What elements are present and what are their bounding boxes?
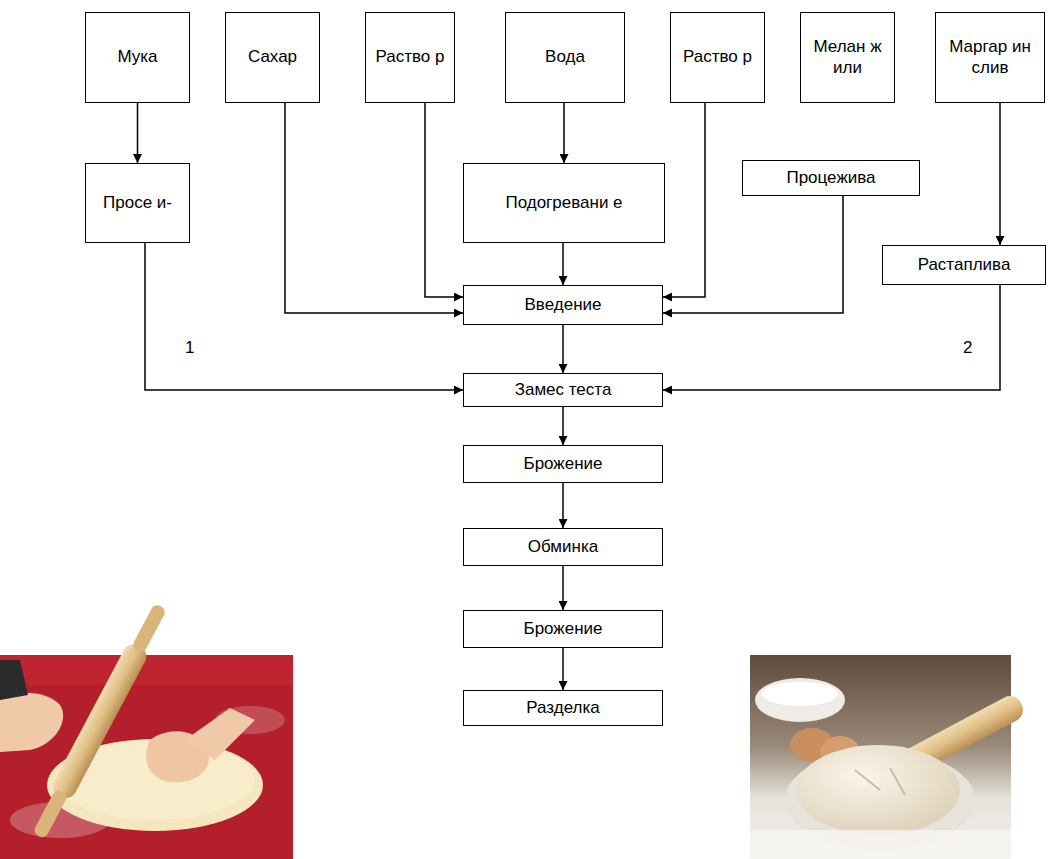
process-box: Раство р: [365, 12, 455, 103]
box-label: Процежива: [786, 168, 875, 188]
photo-dough-ball: [750, 655, 1027, 859]
flow-arrow: [285, 103, 463, 313]
box-label: Маргар ин слив: [941, 37, 1039, 78]
box-label: Мелан ж или: [806, 37, 889, 78]
box-label: Растаплива: [918, 255, 1011, 275]
box-label: Замес теста: [515, 380, 612, 400]
flow-arrow: [663, 103, 705, 297]
process-box: Сахар: [225, 12, 320, 103]
process-box: Разделка: [463, 690, 663, 726]
flow-arrow: [562, 483, 564, 528]
box-label: Просе и-: [103, 193, 172, 213]
callout-number: 2: [960, 338, 975, 358]
box-label: Вода: [545, 47, 585, 67]
box-label: Сахар: [248, 47, 297, 67]
callout-number: 1: [182, 338, 197, 358]
box-label: Брожение: [523, 619, 602, 639]
flow-arrow: [145, 243, 463, 390]
process-box: Введение: [463, 285, 663, 325]
process-box: Мелан ж или: [800, 12, 895, 103]
process-box: Процежива: [742, 160, 920, 196]
flow-arrow: [562, 325, 564, 373]
process-box: Подогревани е: [463, 163, 665, 243]
box-label: Мука: [117, 47, 157, 67]
process-box: Брожение: [463, 445, 663, 483]
box-label: Подогревани е: [505, 193, 622, 213]
flow-arrow: [663, 196, 843, 313]
process-box: Раство р: [670, 12, 765, 103]
flow-arrow: [663, 285, 1000, 390]
process-box: Маргар ин слив: [935, 12, 1045, 103]
process-box: Растаплива: [882, 245, 1046, 285]
flow-arrow: [562, 566, 564, 610]
flow-arrow: [999, 103, 1001, 245]
process-box: Мука: [85, 12, 190, 103]
process-box: Брожение: [463, 610, 663, 648]
flow-arrow: [137, 103, 139, 163]
box-label: Обминка: [528, 537, 598, 557]
box-label: Брожение: [523, 454, 602, 474]
flow-arrow: [562, 648, 564, 690]
flow-arrow: [563, 103, 565, 163]
box-label: Раство р: [683, 47, 752, 67]
process-box: Замес теста: [463, 373, 663, 407]
photo-rolling-dough: [0, 601, 293, 859]
box-label: Разделка: [526, 698, 599, 718]
process-box: Просе и-: [85, 163, 190, 243]
flow-arrow: [425, 103, 463, 297]
process-box: Вода: [505, 12, 625, 103]
box-label: Раство р: [376, 47, 445, 67]
process-box: Обминка: [463, 528, 663, 566]
flow-arrow: [562, 407, 564, 445]
box-label: Введение: [525, 295, 602, 315]
flow-arrow: [562, 243, 564, 285]
